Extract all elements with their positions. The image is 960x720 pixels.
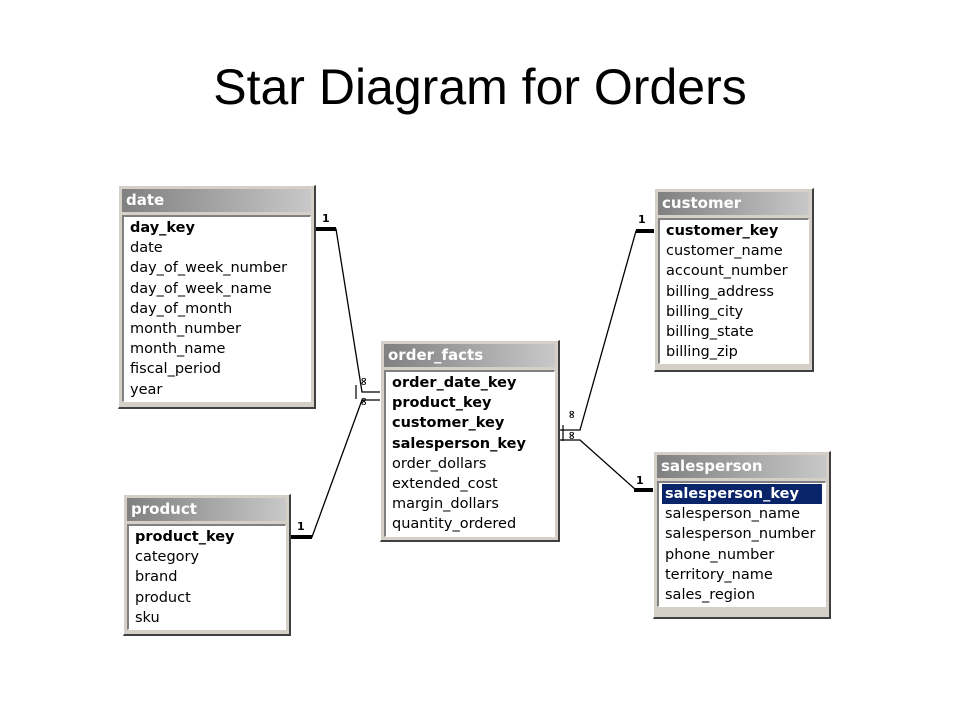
field-billing-address[interactable]: billing_address [666,283,774,300]
cardinality-one-label: 1 [322,212,330,225]
relationship-salesperson-order-facts: 1 ∞ [560,425,656,492]
relationship-product-order-facts: 1 ∞ [290,397,382,539]
field-customer-key[interactable]: customer_key [392,415,505,432]
relationship-date-order-facts: 1 ∞ [314,212,382,399]
cardinality-many-label: ∞ [357,397,370,406]
field-salesperson-key[interactable]: salesperson_key [392,435,526,452]
table-title[interactable]: product [127,498,286,521]
field-order-dollars[interactable]: order_dollars [392,455,487,472]
field-salesperson-number[interactable]: salesperson_number [665,526,816,543]
field-billing-zip[interactable]: billing_zip [666,344,738,361]
field-product-key[interactable]: product_key [392,395,492,412]
relationship-customer-order-facts: 1 ∞ [560,213,658,431]
field-year[interactable]: year [130,381,163,398]
cardinality-one-label: 1 [636,474,644,487]
cardinality-many-label: ∞ [357,377,370,386]
field-month-name[interactable]: month_name [130,341,226,358]
field-category[interactable]: category [135,549,200,566]
field-salesperson-key[interactable]: salesperson_key [662,484,822,505]
field-order-date-key[interactable]: order_date_key [392,375,517,391]
cardinality-one-label: 1 [638,213,646,226]
cardinality-one-label: 1 [297,520,305,533]
cardinality-many-label: ∞ [565,410,578,419]
field-date[interactable]: date [130,240,163,257]
field-product[interactable]: product [135,589,191,606]
field-sales-region[interactable]: sales_region [665,586,756,603]
field-month-number[interactable]: month_number [130,320,241,337]
field-billing-city[interactable]: billing_city [666,303,744,320]
table-title[interactable]: customer [658,192,809,215]
field-extended-cost[interactable]: extended_cost [392,475,498,492]
field-quantity-ordered[interactable]: quantity_ordered [392,516,517,533]
field-customer-name[interactable]: customer_name [666,243,783,260]
field-salesperson-name[interactable]: salesperson_name [665,506,801,523]
field-brand[interactable]: brand [135,569,178,586]
field-fiscal-period[interactable]: fiscal_period [130,361,222,378]
field-account-number[interactable]: account_number [666,263,788,280]
field-margin-dollars[interactable]: margin_dollars [392,496,499,513]
field-territory-name[interactable]: territory_name [665,566,773,583]
table-title[interactable]: salesperson [657,455,826,478]
table-title[interactable]: order_facts [384,344,555,367]
table-title[interactable]: date [122,189,311,212]
field-customer-key[interactable]: customer_key [666,223,779,239]
field-day-key[interactable]: day_key [130,220,195,236]
field-day-of-week-number[interactable]: day_of_week_number [130,260,288,277]
field-list: product_key category brand product sku [127,524,286,630]
slide-title: Star Diagram for Orders [213,59,747,115]
field-phone-number[interactable]: phone_number [665,546,775,563]
cardinality-many-label: ∞ [565,431,578,440]
field-day-of-month[interactable]: day_of_month [130,300,233,317]
field-day-of-week-name[interactable]: day_of_week_name [130,280,272,297]
field-sku[interactable]: sku [135,609,160,626]
field-product-key[interactable]: product_key [135,529,235,545]
table-product[interactable]: product product_key category brand product s… [123,494,291,636]
field-billing-state[interactable]: billing_state [666,323,754,340]
